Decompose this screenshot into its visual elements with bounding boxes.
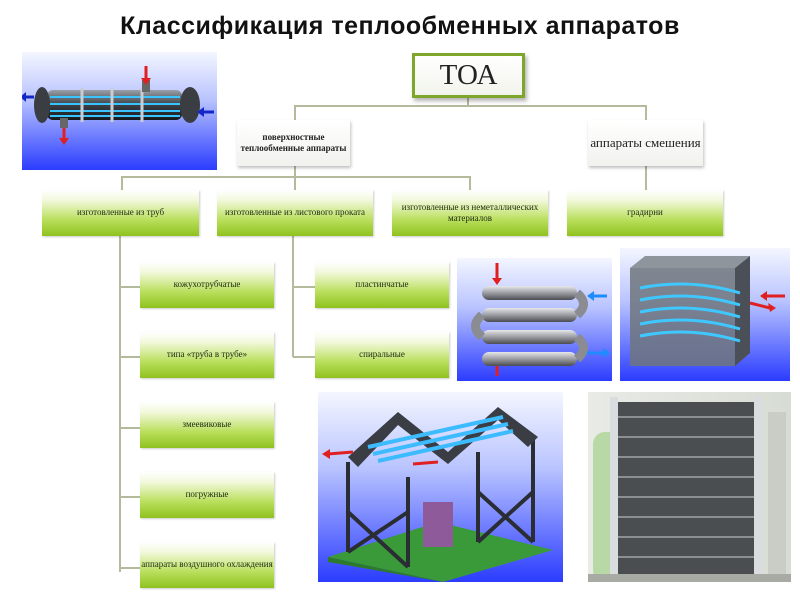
plate-exchanger-photo: [588, 392, 791, 582]
mixing-apparatus-node: аппараты смешения: [588, 120, 703, 166]
spiral-node: спиральные: [315, 332, 449, 378]
tube-made-node: изготовленные из труб: [42, 190, 199, 236]
page-title: Классификация теплообменных аппаратов: [120, 12, 680, 40]
plate-node: пластинчатые: [315, 262, 449, 308]
coil-exchanger-image: [620, 248, 790, 381]
sheet-made-node: изготовленные из листового проката: [217, 190, 373, 236]
air-cooling-node: аппараты воздушного охлаждения: [140, 542, 274, 588]
surface-exchangers-node: поверхностные теплообменные аппараты: [237, 120, 350, 166]
nonmetal-made-node: изготовленные из неметаллических материа…: [392, 190, 548, 236]
root-node: ТОА: [412, 53, 525, 98]
cooling-towers-node: градирни: [567, 190, 723, 236]
tube-in-tube-exchanger-image: [457, 258, 612, 381]
submerged-node: погружные: [140, 472, 274, 518]
air-cooled-exchanger-image: [318, 392, 563, 582]
tube-in-tube-node: типа «труба в трубе»: [140, 332, 274, 378]
shell-tube-node: кожухотрубчатые: [140, 262, 274, 308]
coil-node: змеевиковые: [140, 402, 274, 448]
shell-and-tube-exchanger-image: [22, 52, 217, 170]
